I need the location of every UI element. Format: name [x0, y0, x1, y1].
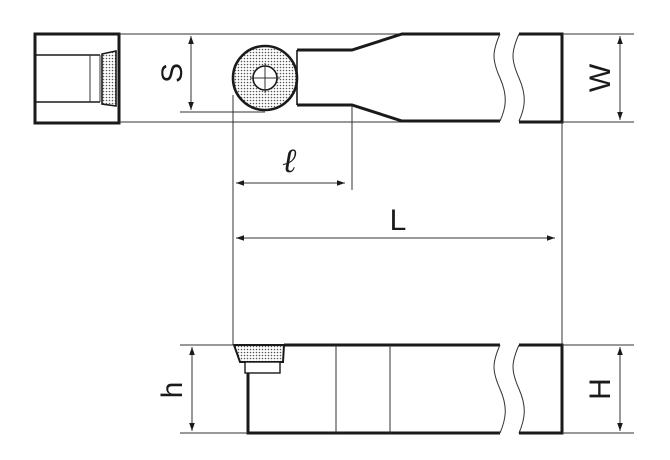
break-line [493, 344, 506, 434]
shank-bottom-edge [297, 103, 500, 123]
shank-top-edge [297, 32, 500, 52]
shank-side-end [519, 343, 564, 435]
label-H: H [584, 378, 617, 400]
insert-end-section [101, 50, 117, 107]
break-line [512, 33, 525, 122]
label-S: S [156, 63, 189, 83]
top-view: S W [156, 32, 634, 124]
break-line [512, 344, 525, 434]
side-view: h H [156, 343, 634, 435]
shank-end [519, 32, 564, 124]
label-W: W [584, 63, 617, 92]
insert-side [232, 344, 286, 363]
end-view-outline [33, 32, 121, 125]
break-line [493, 33, 506, 122]
label-L: L [390, 204, 407, 237]
shim-side [244, 361, 281, 374]
shank-side-outline [246, 373, 500, 435]
length-dimensions: ℓ L [232, 95, 563, 345]
label-l: ℓ [283, 143, 298, 180]
label-h: h [156, 382, 189, 399]
